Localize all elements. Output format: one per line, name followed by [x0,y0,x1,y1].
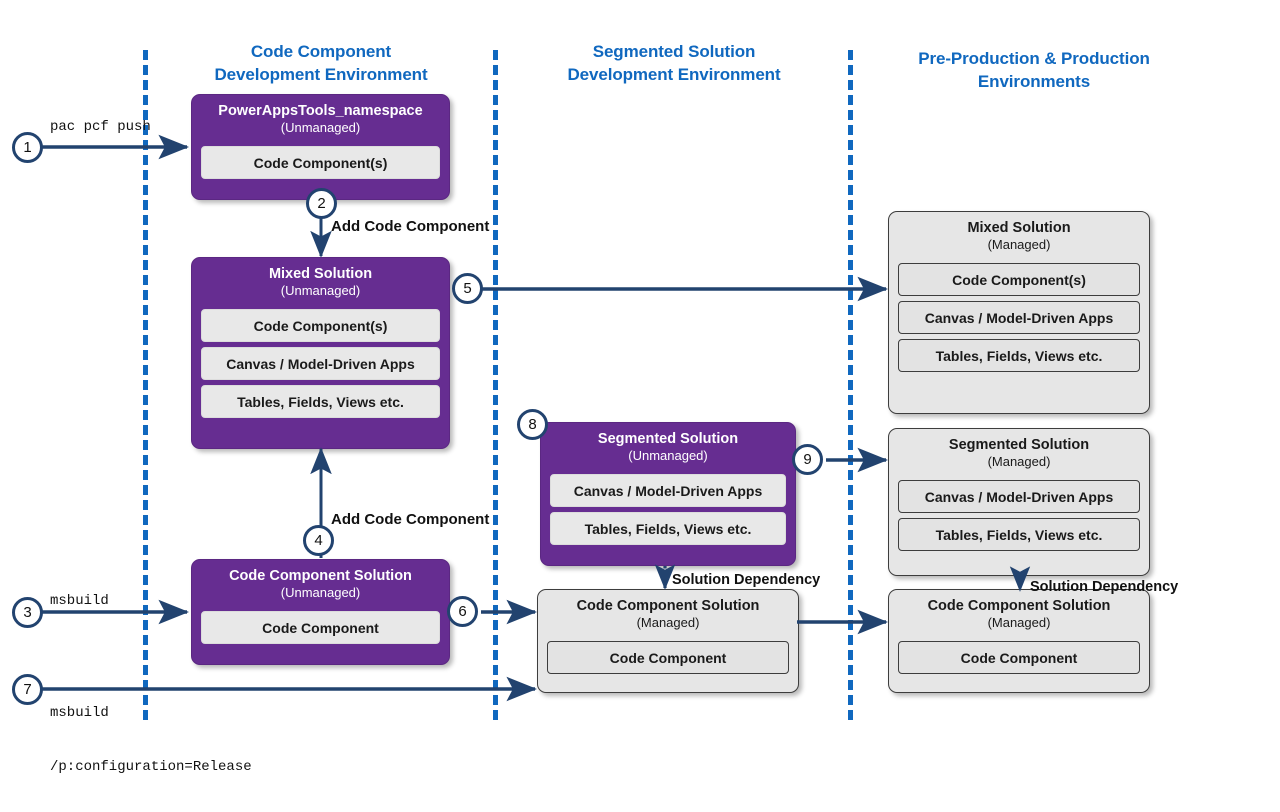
box-title-text: Code Component Solution [229,568,412,584]
column-heading-line2: Environments [977,72,1091,91]
lane-divider-2 [493,50,498,720]
box-title: Mixed Solution (Unmanaged) [192,258,449,299]
box-code-component-solution-managed-middle[interactable]: Code Component Solution (Managed) Code C… [537,589,799,693]
column-heading-code-component-dev: Code Component Development Environment [180,40,462,86]
box-subtitle: (Unmanaged) [280,120,361,135]
box-row-item[interactable]: Code Component [547,641,789,674]
box-title-text: Segmented Solution [948,437,1090,453]
label-add-code-component-top: Add Code Component [331,218,490,235]
step-marker-4[interactable]: 4 [303,525,334,556]
box-rows: Code Component [889,631,1149,683]
lane-divider-1 [143,50,148,720]
step-marker-3[interactable]: 3 [12,597,43,628]
box-row-item[interactable]: Code Component [201,611,440,644]
box-segmented-solution-managed[interactable]: Segmented Solution (Managed) Canvas / Mo… [888,428,1150,576]
box-rows: Code Component(s) Canvas / Model-Driven … [192,299,449,427]
label-solution-dependency-right: Solution Dependency [1030,579,1179,595]
box-title-text: Code Component Solution [576,598,760,614]
box-rows: Canvas / Model-Driven Apps Tables, Field… [889,470,1149,560]
box-rows: Code Component [538,631,798,683]
box-code-component-solution-unmanaged[interactable]: Code Component Solution (Unmanaged) Code… [191,559,450,665]
label-msbuild: msbuild [50,593,109,609]
box-subtitle: (Managed) [987,454,1051,469]
box-row-item[interactable]: Code Component(s) [201,146,440,179]
box-title-text: Mixed Solution [967,220,1071,236]
box-title: Code Component Solution (Managed) [889,590,1149,631]
box-row-item[interactable]: Canvas / Model-Driven Apps [550,474,786,507]
box-row-item[interactable]: Tables, Fields, Views etc. [898,339,1140,372]
column-heading-line1: Segmented Solution [592,42,756,61]
box-subtitle: (Managed) [636,615,700,630]
box-mixed-solution-unmanaged[interactable]: Mixed Solution (Unmanaged) Code Componen… [191,257,450,449]
box-rows: Code Component [192,601,449,653]
step-marker-5[interactable]: 5 [452,273,483,304]
label-msbuild-release-line1: msbuild [50,705,109,721]
box-row-item[interactable]: Canvas / Model-Driven Apps [898,301,1140,334]
step-marker-6[interactable]: 6 [447,596,478,627]
box-row-item[interactable]: Tables, Fields, Views etc. [201,385,440,418]
step-marker-7[interactable]: 7 [12,674,43,705]
column-heading-line1: Code Component [250,42,392,61]
box-row-item[interactable]: Code Component(s) [898,263,1140,296]
box-rows: Canvas / Model-Driven Apps Tables, Field… [541,464,795,554]
box-title: PowerAppsTools_namespace (Unmanaged) [192,95,449,136]
box-row-item[interactable]: Tables, Fields, Views etc. [550,512,786,545]
box-title: Code Component Solution (Unmanaged) [192,560,449,601]
box-title-text: Mixed Solution [268,266,373,282]
box-row-item[interactable]: Code Component [898,641,1140,674]
column-heading-line2: Development Environment [567,65,781,84]
box-title: Code Component Solution (Managed) [538,590,798,631]
box-row-item[interactable]: Code Component(s) [201,309,440,342]
box-segmented-solution-unmanaged[interactable]: Segmented Solution (Unmanaged) Canvas / … [540,422,796,566]
box-title-text: Segmented Solution [597,431,739,447]
box-row-item[interactable]: Canvas / Model-Driven Apps [201,347,440,380]
box-code-component-solution-managed-right[interactable]: Code Component Solution (Managed) Code C… [888,589,1150,693]
label-msbuild-release: msbuild /p:configuration=Release [50,668,252,812]
step-marker-8[interactable]: 8 [517,409,548,440]
box-title: Segmented Solution (Unmanaged) [541,423,795,464]
column-heading-line1: Pre-Production & Production [918,49,1150,68]
box-powerappstools-namespace[interactable]: PowerAppsTools_namespace (Unmanaged) Cod… [191,94,450,200]
box-row-item[interactable]: Tables, Fields, Views etc. [898,518,1140,551]
box-title: Mixed Solution (Managed) [889,212,1149,253]
label-solution-dependency-middle: Solution Dependency [672,572,821,588]
column-heading-line2: Development Environment [214,65,428,84]
box-subtitle: (Managed) [987,615,1051,630]
box-subtitle: (Unmanaged) [280,585,361,600]
column-heading-preprod-prod: Pre-Production & Production Environments [888,47,1180,93]
box-subtitle: (Unmanaged) [280,283,361,298]
diagram-canvas: Code Component Development Environment S… [12,40,1180,775]
box-title-text: Code Component Solution [927,598,1111,614]
label-msbuild-release-line2: /p:configuration=Release [50,759,252,775]
box-row-item[interactable]: Canvas / Model-Driven Apps [898,480,1140,513]
box-title-text: PowerAppsTools_namespace [218,103,423,119]
step-marker-1[interactable]: 1 [12,132,43,163]
box-rows: Code Component(s) [192,136,449,188]
label-pac-pcf-push: pac pcf push [50,119,151,135]
box-mixed-solution-managed[interactable]: Mixed Solution (Managed) Code Component(… [888,211,1150,414]
lane-divider-3 [848,50,853,720]
step-marker-9[interactable]: 9 [792,444,823,475]
step-marker-2[interactable]: 2 [306,188,337,219]
box-title: Segmented Solution (Managed) [889,429,1149,470]
label-add-code-component-bottom: Add Code Component [331,511,490,528]
box-subtitle: (Managed) [987,237,1051,252]
box-rows: Code Component(s) Canvas / Model-Driven … [889,253,1149,381]
column-heading-segmented-solution-dev: Segmented Solution Development Environme… [533,40,815,86]
box-subtitle: (Unmanaged) [628,448,708,463]
